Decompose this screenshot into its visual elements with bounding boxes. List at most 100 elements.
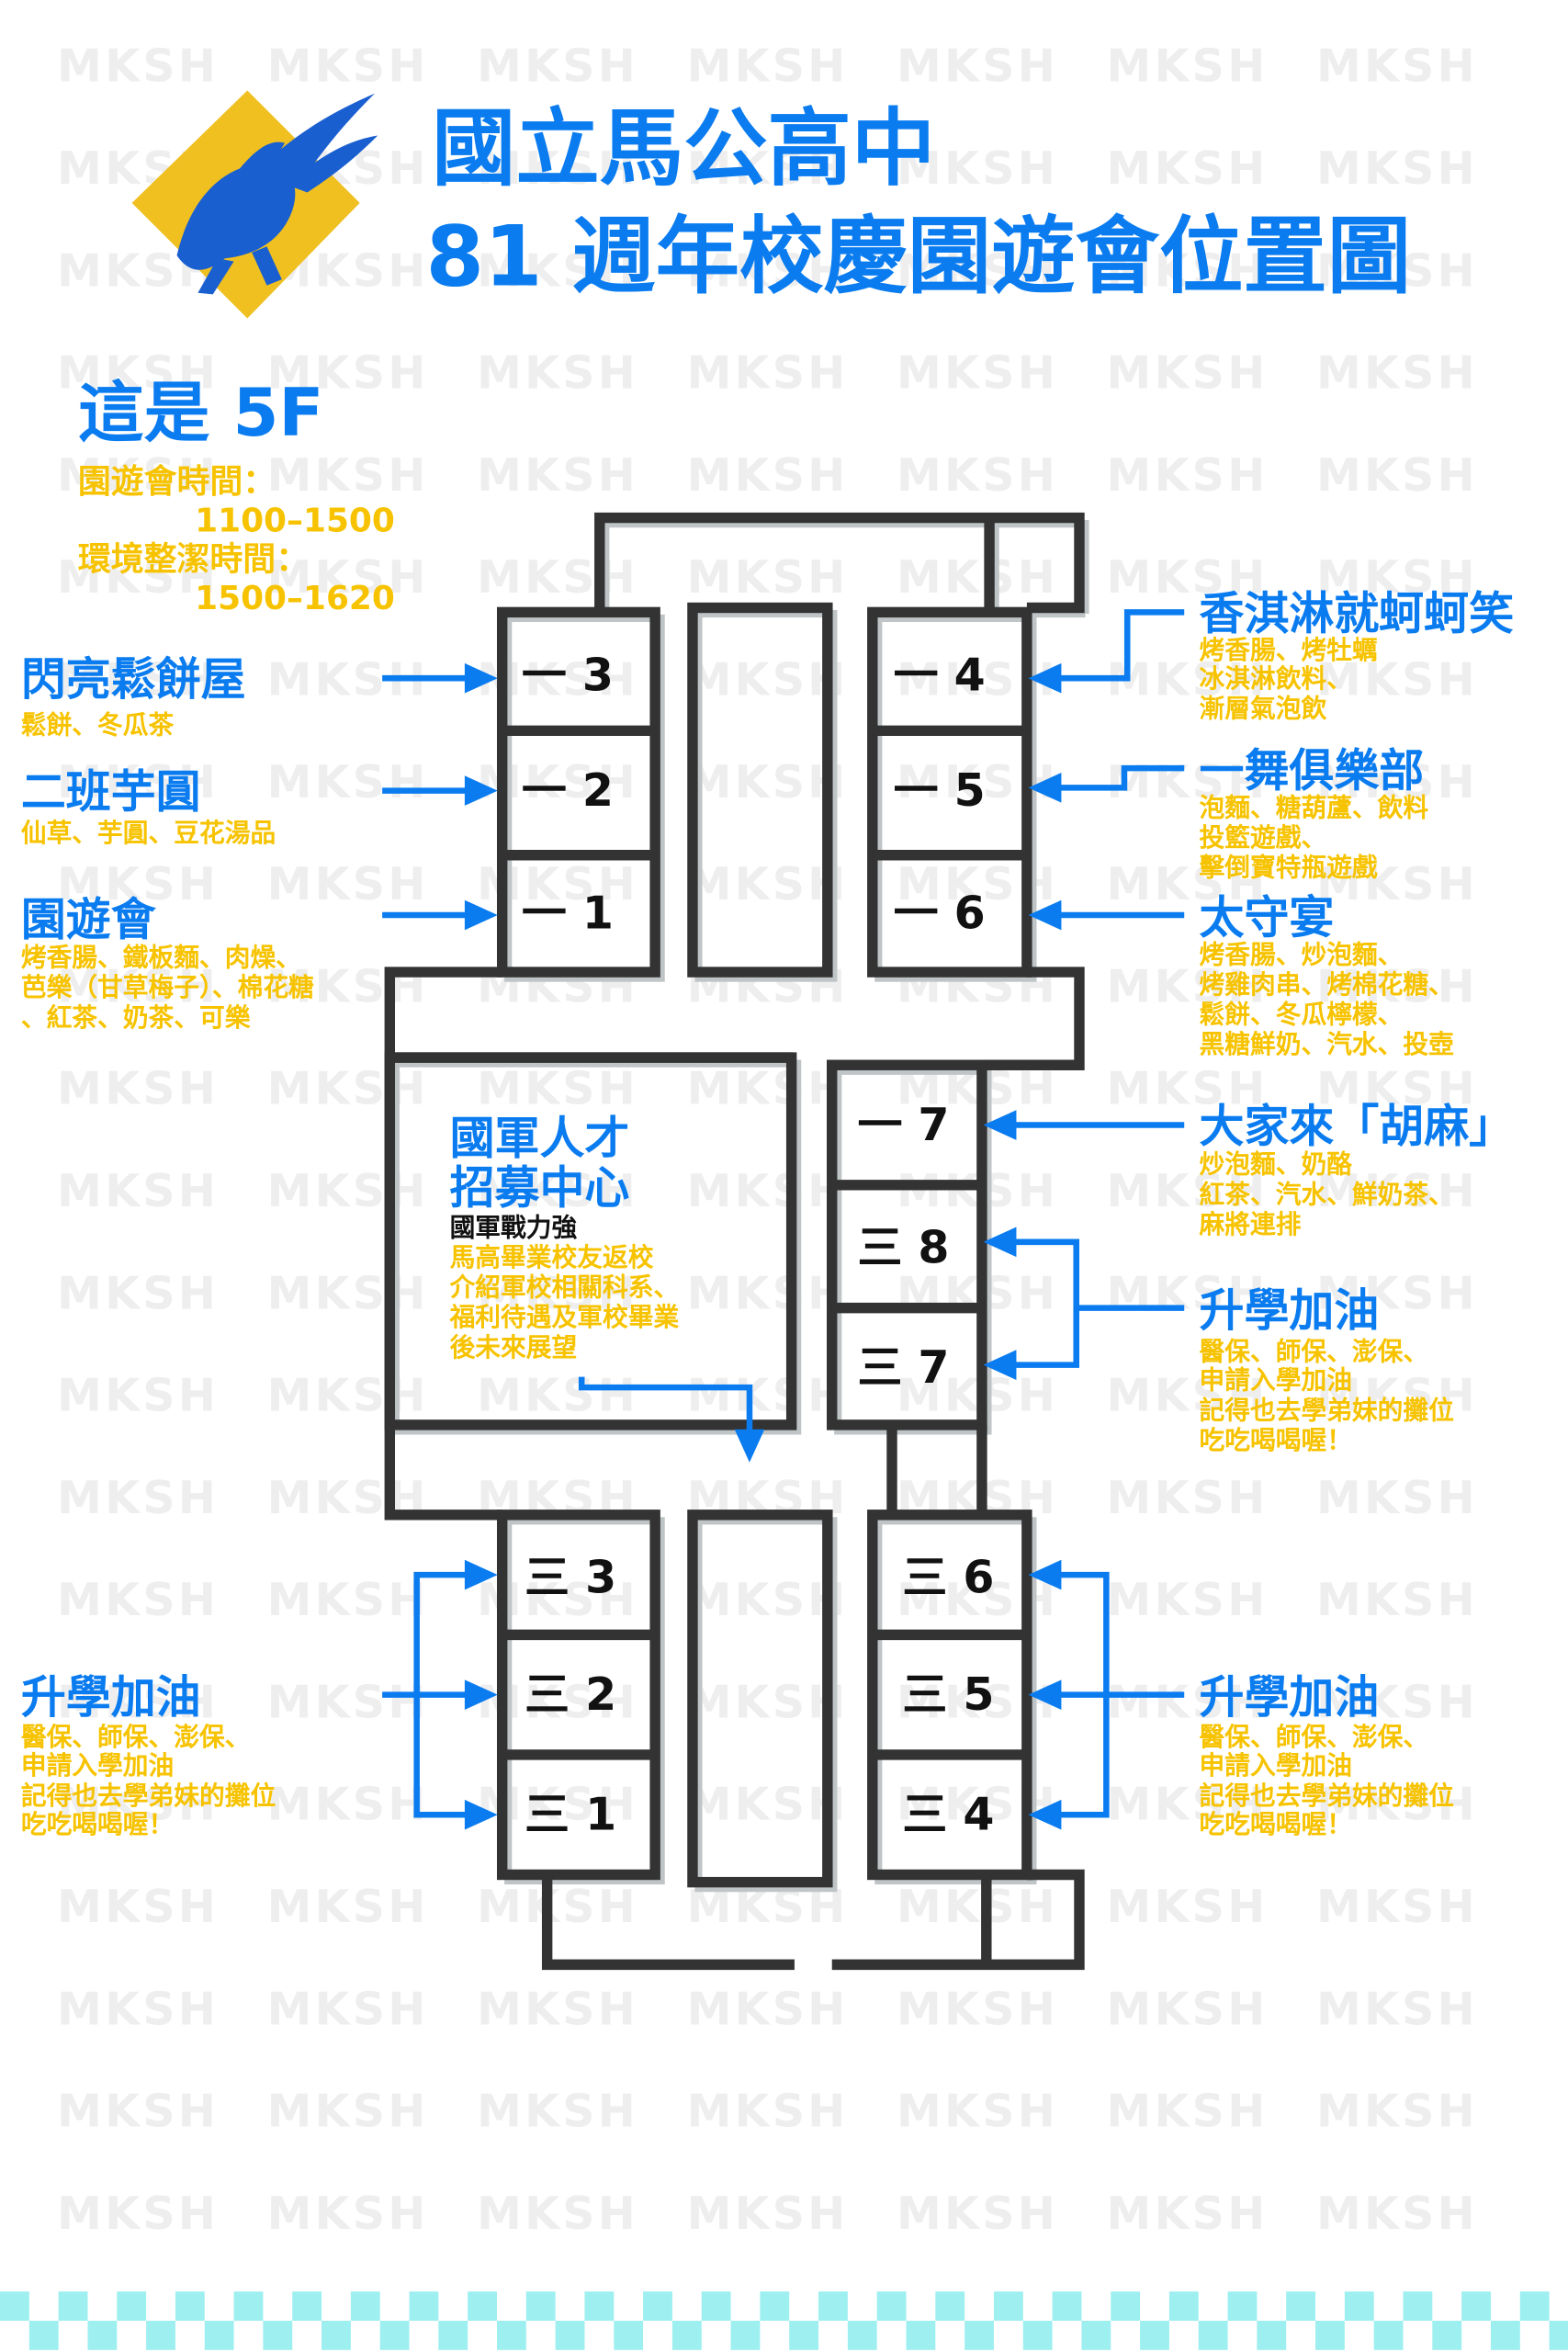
watermark-text: MKSH (897, 1370, 1058, 1422)
watermark-text: MKSH (1107, 1370, 1269, 1422)
floor-label: 這是 5F (78, 374, 324, 451)
booth-items: 烤雞肉串、烤棉花糖、 (1200, 969, 1454, 1000)
title-line2: 81 週年校慶園遊會位置圖 (425, 208, 1411, 306)
booth-class2-taro[interactable]: 二班芋圓 仙草、芋圓、豆花湯品 (21, 766, 276, 849)
room-1-5[interactable]: 一 5 (894, 764, 986, 817)
booth-name: 一舞俱樂部 (1200, 745, 1425, 797)
watermark-text: MKSH (267, 1881, 429, 1933)
watermark-text: MKSH (477, 347, 638, 400)
watermark-text: MKSH (477, 2188, 638, 2240)
checker-square (1227, 2291, 1258, 2321)
watermark-text: MKSH (267, 1676, 429, 1728)
watermark-text: MKSH (687, 653, 849, 706)
watermark-text: MKSH (897, 142, 1058, 195)
room-1-2[interactable]: 一 2 (522, 764, 614, 817)
checker-square (730, 2320, 761, 2350)
checker-square (1257, 2320, 1287, 2350)
booth-study-right[interactable]: 升學加油 醫保、師保、澎保、 申請入學加油 記得也去學弟妹的攤位 吃吃喝喝喔！ (1200, 1284, 1454, 1455)
watermark-text: MKSH (267, 1779, 429, 1831)
checker-square (496, 2320, 526, 2350)
watermark-text: MKSH (687, 551, 849, 604)
watermark-text: MKSH (1316, 1267, 1478, 1319)
watermark-text: MKSH (1107, 1472, 1269, 1524)
watermark-text: MKSH (687, 756, 849, 808)
watermark-text: MKSH (687, 40, 849, 93)
watermark-text: MKSH (1316, 142, 1478, 195)
watermark-text: MKSH (477, 142, 638, 195)
checker-square (525, 2291, 556, 2321)
booth-items: 投籃遊戲、 (1200, 822, 1327, 853)
watermark-text: MKSH (1316, 40, 1478, 93)
booth-study-bottom-left[interactable]: 升學加油 醫保、師保、澎保、 申請入學加油 記得也去學弟妹的攤位 吃吃喝喝喔！ (21, 1671, 276, 1839)
booth-items: 申請入學加油 (1200, 1365, 1352, 1396)
watermark-text: MKSH (57, 1983, 219, 2035)
checker-square (1168, 2291, 1199, 2321)
checker-square (818, 2291, 848, 2321)
booth-items: 仙草、芋圓、豆花湯品 (21, 818, 276, 848)
watermark-text: MKSH (57, 1881, 219, 1933)
watermark-text: MKSH (477, 1983, 638, 2035)
checker-square (58, 2291, 88, 2321)
room-3-4[interactable]: 三 4 (902, 1789, 994, 1841)
watermark-text: MKSH (1316, 244, 1478, 297)
booth-items: 馬高畢業校友返校 (450, 1242, 654, 1272)
booth-name: 招募中心 (450, 1161, 630, 1214)
booth-icecream[interactable]: 香淇淋就蚵蚵笑 烤香腸、烤牡蠣 冰淇淋飲料、 漸層氣泡飲 (1200, 587, 1515, 723)
watermark-text: MKSH (1316, 347, 1478, 400)
watermark-text: MKSH (57, 449, 219, 502)
watermark-text: MKSH (1107, 2086, 1269, 2138)
booth-sesame[interactable]: 大家來「胡麻」 炒泡麵、奶酪 紅茶、汽水、鮮奶茶、 麻將連排 (1199, 1100, 1515, 1239)
watermark-text: MKSH (267, 1983, 429, 2035)
room-3-3[interactable]: 三 3 (525, 1552, 616, 1604)
checker-square (350, 2291, 380, 2321)
room-3-1[interactable]: 三 1 (525, 1789, 616, 1841)
watermark-text: MKSH (1107, 756, 1269, 808)
room-3-2[interactable]: 三 2 (525, 1668, 616, 1721)
watermark-text: MKSH (1107, 1676, 1269, 1728)
booth-taishou[interactable]: 太守宴 烤香腸、炒泡麵、 烤雞肉串、烤棉花糖、 鬆餅、冬瓜檸檬、 黑糖鮮奶、汽水… (1200, 892, 1454, 1060)
booth-name: 二班芋圓 (21, 766, 201, 819)
booth-dance-club[interactable]: 一舞俱樂部 泡麵、糖葫蘆、飲料 投籃遊戲、 擊倒寶特瓶遊戲 (1200, 745, 1429, 883)
watermark-text: MKSH (687, 244, 849, 297)
watermark-text: MKSH (267, 40, 429, 93)
room-1-7[interactable]: 一 7 (857, 1099, 949, 1151)
watermark-text: MKSH (267, 2086, 429, 2138)
floor-plan (384, 512, 1089, 1971)
watermark-text: MKSH (1316, 2188, 1478, 2240)
booth-items: 申請入學加油 (1200, 1750, 1352, 1781)
booth-study-bottom-right[interactable]: 升學加油 醫保、師保、澎保、 申請入學加油 記得也去學弟妹的攤位 吃吃喝喝喔！ (1200, 1671, 1454, 1839)
checker-square (28, 2320, 59, 2350)
watermark-text: MKSH (897, 244, 1058, 297)
checker-square (1198, 2320, 1228, 2350)
booth-name: 升學加油 (1200, 1671, 1380, 1724)
watermark-text: MKSH (477, 244, 638, 297)
watermark-text: MKSH (1316, 653, 1478, 706)
room-3-7[interactable]: 三 7 (857, 1341, 949, 1394)
booth-shiny-waffle[interactable]: 閃亮鬆餅屋 鬆餅、冬瓜茶 (21, 653, 246, 740)
checker-square (643, 2291, 672, 2321)
room-1-3[interactable]: 一 3 (522, 649, 614, 701)
booth-items: 烤香腸、烤牡蠣 (1200, 635, 1378, 665)
booth-name: 園遊會 (21, 893, 157, 945)
booth-name: 太守宴 (1200, 892, 1335, 944)
room-3-6[interactable]: 三 6 (902, 1552, 994, 1604)
booth-fair[interactable]: 園遊會 烤香腸、鐵板麵、肉燥、 芭樂（甘草梅子）、棉花糖 、紅茶、奶茶、可樂 (21, 893, 314, 1033)
booth-items: 記得也去學弟妹的攤位 (1200, 1395, 1454, 1425)
checker-square (146, 2320, 175, 2350)
watermark-text: MKSH (1107, 1063, 1269, 1115)
checker-square (584, 2291, 615, 2321)
watermark-text: MKSH (1107, 1983, 1269, 2035)
room-3-8[interactable]: 三 8 (857, 1222, 949, 1274)
room-3-5[interactable]: 三 5 (902, 1668, 994, 1721)
room-1-1[interactable]: 一 1 (522, 888, 614, 940)
room-1-6[interactable]: 一 6 (894, 888, 986, 940)
watermark-text: MKSH (477, 1881, 638, 1933)
watermark-text: MKSH (897, 551, 1058, 604)
booth-military[interactable]: 國軍人才 招募中心 國軍戰力強 馬高畢業校友返校 介紹軍校相關科系、 福利待遇及… (449, 1113, 680, 1363)
watermark-text: MKSH (57, 2086, 219, 2138)
room-1-4[interactable]: 一 4 (894, 649, 986, 701)
watermark-text: MKSH (897, 449, 1058, 502)
booth-items: 記得也去學弟妹的攤位 (21, 1781, 276, 1811)
watermark-text: MKSH (687, 858, 849, 910)
booth-items: 吃吃喝喝喔！ (21, 1809, 174, 1839)
